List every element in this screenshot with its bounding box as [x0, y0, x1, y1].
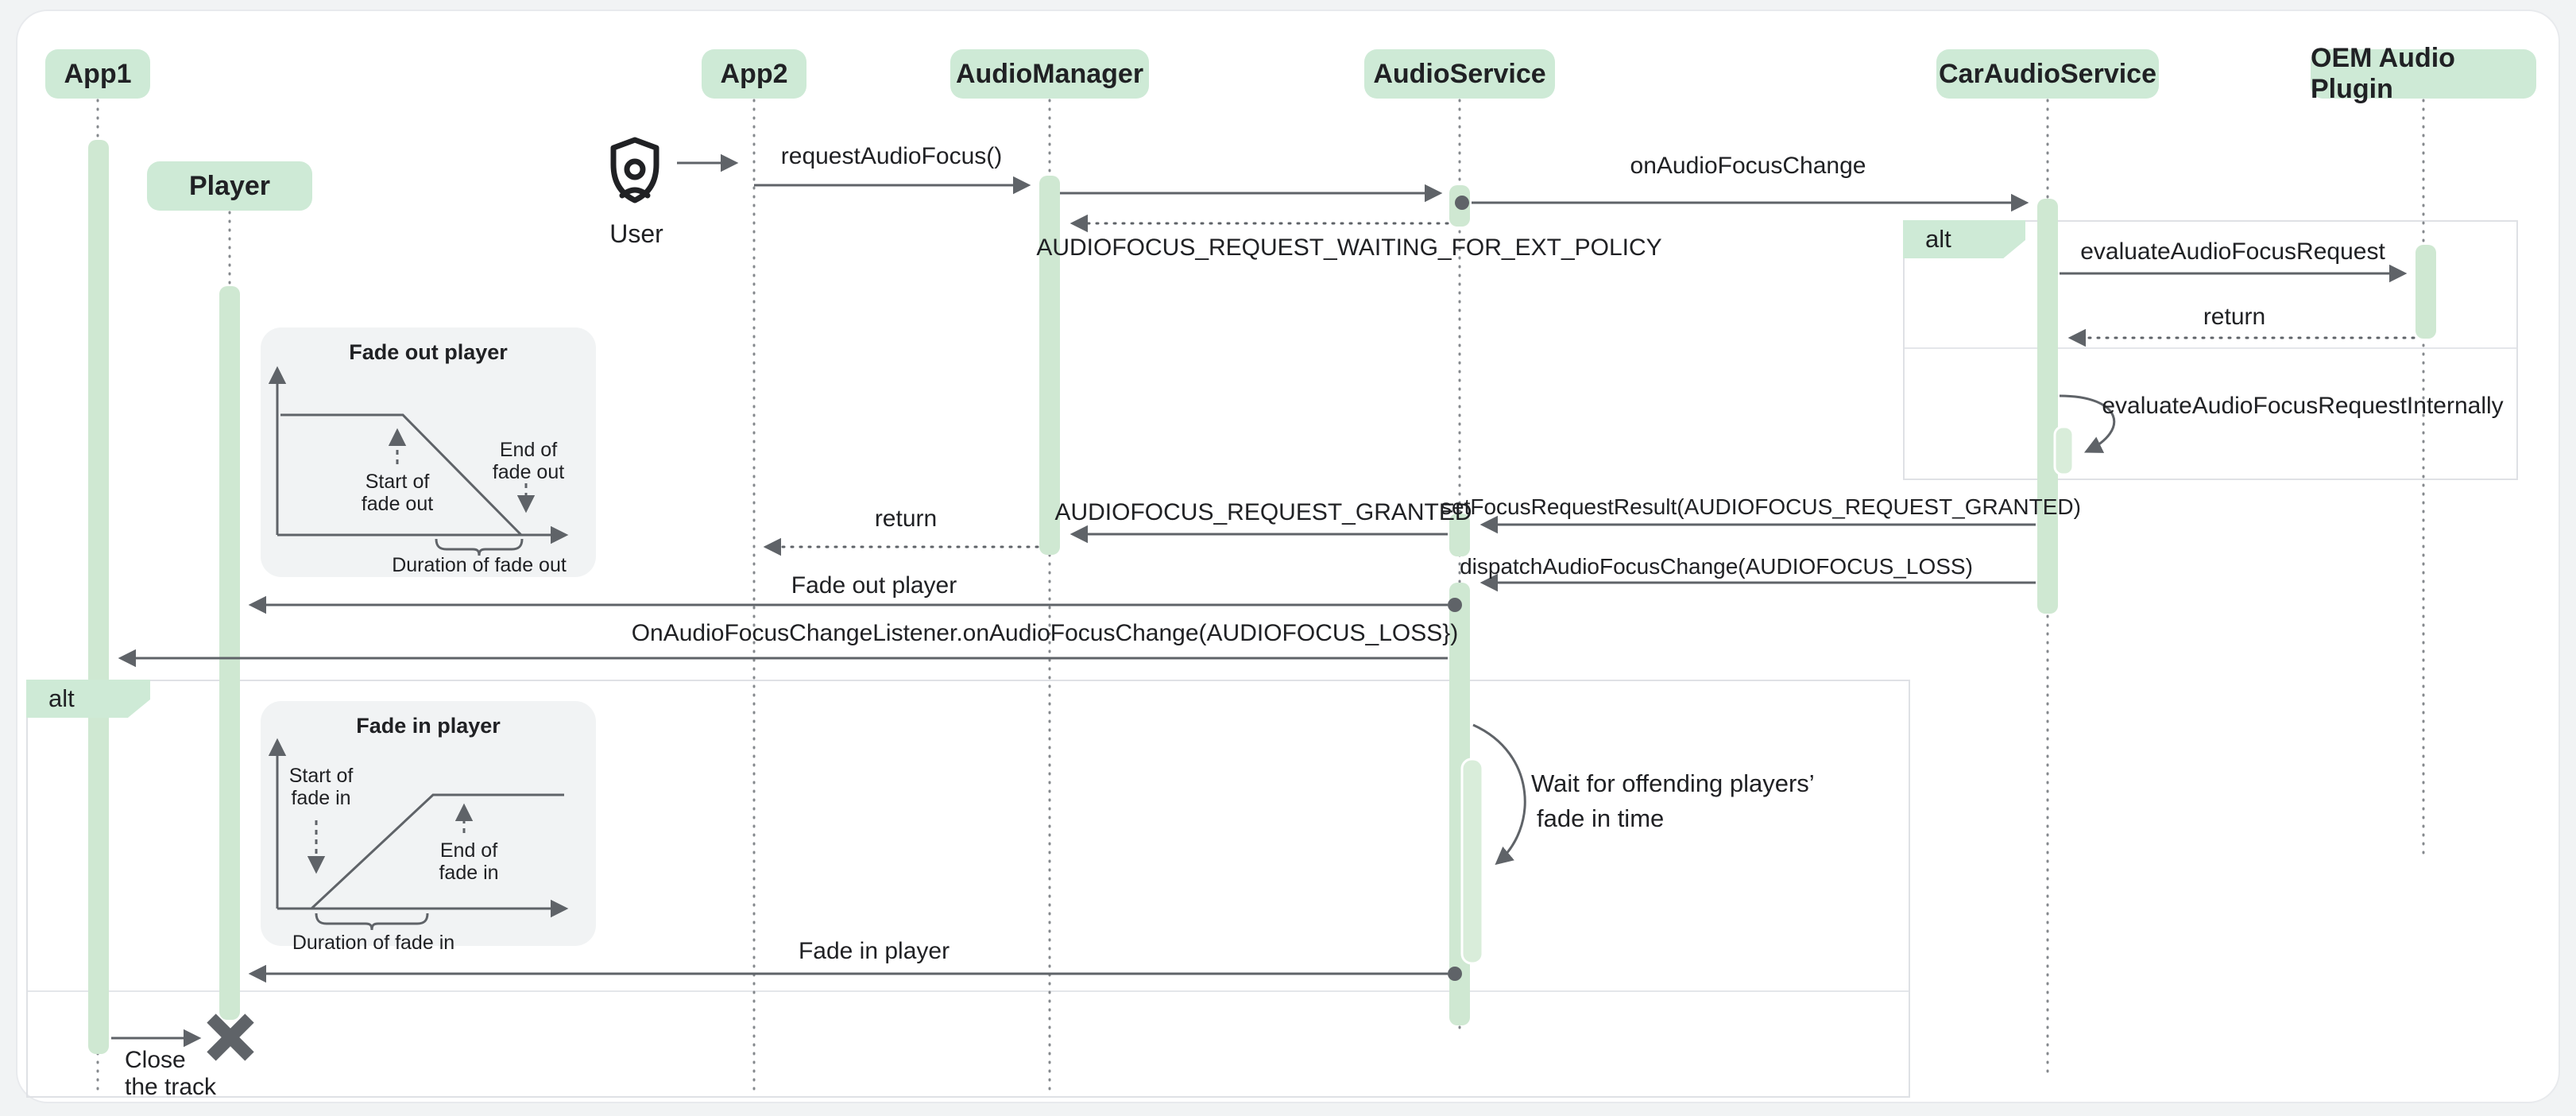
alt-fragment-fade-label: alt	[26, 680, 150, 718]
fade-out-end-l1: End of	[499, 439, 558, 461]
activation-audioservice-wait	[1460, 758, 1484, 965]
fade-in-chart	[268, 738, 569, 931]
activation-bars	[88, 140, 2436, 1054]
alt-label: alt	[48, 684, 75, 712]
alt-label: alt	[1925, 225, 1951, 253]
participant-oem-audio-plugin: OEM Audio Plugin	[2311, 43, 2536, 104]
participant-label: CarAudioService	[1939, 58, 2156, 89]
activation-oem	[2415, 245, 2436, 339]
message-arrows	[111, 153, 2415, 1061]
alt-fragment-fade	[26, 680, 1910, 1098]
fade-out-duration: Duration of fade out	[392, 554, 567, 576]
activation-app1	[88, 140, 109, 1054]
fade-in-end-l1: End of	[439, 839, 498, 862]
msg-close-line2: the track	[125, 1074, 217, 1100]
user-icon	[610, 137, 659, 203]
msg-on-audio-focus-change: onAudioFocusChange	[1630, 153, 1866, 179]
participant-label: App2	[720, 58, 788, 89]
endpoint-dot	[1455, 196, 1469, 210]
msg-close-line1: Close	[125, 1047, 186, 1073]
endpoint-dot	[1448, 598, 1462, 612]
fade-out-curve	[280, 413, 523, 537]
msg-fade-in-player: Fade in player	[798, 938, 950, 964]
msg-return-oem: return	[2203, 304, 2266, 330]
participant-label: AudioManager	[955, 58, 1144, 89]
activation-audioservice-2	[1449, 513, 1470, 556]
msg-fade-out-player: Fade out player	[791, 572, 957, 599]
msg-set-focus-request-result: setFocusRequestResult(AUDIOFOCUS_REQUEST…	[1441, 494, 2081, 519]
duration-brace	[435, 538, 524, 556]
participant-label: AudioService	[1373, 58, 1546, 89]
msg-dispatch-focus-change: dispatchAudioFocusChange(AUDIOFOCUS_LOSS…	[1460, 554, 1973, 579]
note-wait-line1: Wait for offending players’	[1531, 769, 1815, 797]
msg-evaluate-internally: evaluateAudioFocusRequestInternally	[2102, 393, 2504, 419]
alt-fragment-policy-label: alt	[1903, 220, 2025, 258]
arrow-wait-fade-in-time	[1472, 723, 1526, 866]
endpoint-dot	[1448, 967, 1462, 981]
activation-audiomanager	[1039, 176, 1060, 555]
fade-out-title: Fade out player	[349, 340, 508, 364]
msg-waiting-ext-policy: AUDIOFOCUS_REQUEST_WAITING_FOR_EXT_POLIC…	[1036, 234, 1662, 261]
alt-divider	[28, 990, 1909, 992]
user-label: User	[609, 219, 663, 248]
participant-audiomanager: AudioManager	[950, 49, 1149, 99]
participant-app2: App2	[702, 49, 806, 99]
fade-out-chart	[268, 366, 569, 556]
fade-in-end-l2: fade in	[439, 862, 499, 884]
arrow-self-call-internally	[2059, 394, 2116, 453]
participant-label: OEM Audio Plugin	[2311, 43, 2455, 104]
alt-divider	[1905, 347, 2516, 349]
activation-caraudioservice	[2037, 199, 2058, 614]
object-player: Player	[147, 161, 312, 211]
fade-out-start-l2: fade out	[361, 493, 434, 515]
fade-in-start-l2: fade in	[291, 787, 351, 809]
alt-fragment-policy	[1903, 220, 2518, 480]
fade-in-start-l1: Start of	[288, 765, 354, 787]
participant-label: App1	[64, 58, 132, 89]
fade-out-end-l2: fade out	[492, 461, 565, 483]
msg-request-audio-focus: requestAudioFocus()	[780, 143, 1003, 169]
msg-request-granted: AUDIOFOCUS_REQUEST_GRANTED	[1054, 499, 1472, 525]
fade-in-title: Fade in player	[356, 714, 501, 738]
participant-audioservice: AudioService	[1364, 49, 1555, 99]
participant-label: Player	[188, 170, 271, 201]
participant-app1: App1	[45, 49, 150, 99]
msg-return-app2: return	[874, 506, 938, 532]
msg-listener-focus-loss: OnAudioFocusChangeListener.onAudioFocusC…	[631, 620, 1459, 646]
fade-in-duration: Duration of fade in	[292, 932, 455, 954]
fade-in-curve	[310, 793, 564, 910]
msg-evaluate-audio-focus-request: evaluateAudioFocusRequest	[2080, 238, 2385, 265]
note-wait-line2: fade in time	[1537, 804, 1665, 832]
activation-player	[219, 286, 240, 1020]
destroy-x-icon	[207, 1013, 254, 1061]
participant-caraudioservice: CarAudioService	[1936, 49, 2159, 99]
duration-brace	[315, 913, 429, 931]
fade-out-start-l1: Start of	[365, 471, 430, 493]
activation-caraudioservice-self	[2053, 425, 2075, 476]
